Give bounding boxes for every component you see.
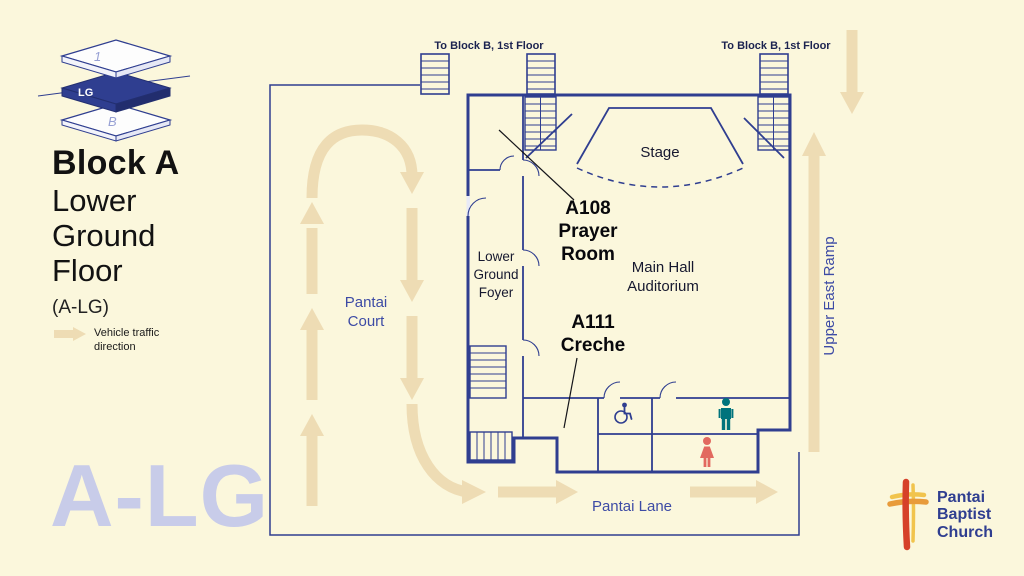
a108-label-line3: Room: [561, 244, 615, 265]
walkway-stairs: [420, 53, 450, 95]
traffic-arrowhead: [300, 414, 324, 436]
stairs-treads: [470, 352, 506, 389]
stage-front-dashed-line: [576, 167, 744, 188]
to-block-b-right-label: To Block B, 1st Floor: [721, 40, 831, 52]
door-arc: [603, 381, 621, 399]
angled-wall-left: [525, 113, 573, 159]
main-hall-label-line1: Main Hall: [632, 259, 695, 276]
floor-title-line2: Ground: [52, 218, 156, 254]
floor-stack-diagram: 1 LG B: [37, 39, 191, 142]
foyer-label-line2: Ground: [473, 267, 518, 282]
traffic-legend-line2: direction: [94, 341, 136, 354]
a108-label-line2: Prayer: [558, 221, 618, 242]
traffic-legend: Vehicle traffic direction: [53, 326, 159, 355]
a111-callout-line: [563, 357, 578, 429]
floor-level-indicator: 1 LG B: [34, 30, 194, 147]
a108-callout-line: [498, 129, 575, 201]
to-block-b-left-label: To Block B, 1st Floor: [434, 40, 544, 52]
door-arc: [659, 381, 677, 399]
female-restroom-icon: [700, 437, 714, 467]
traffic-arrowhead: [840, 92, 864, 114]
layer-1-label: 1: [94, 49, 101, 64]
walkway-stairs: [759, 53, 789, 95]
church-name-line1: Pantai: [937, 489, 986, 507]
door-arc: [522, 249, 540, 267]
traffic-arrowhead: [400, 378, 424, 400]
a111-label-line2: Creche: [561, 335, 625, 356]
church-name-line3: Church: [937, 523, 993, 541]
door-arc: [499, 155, 515, 171]
church-name: Pantai Baptist Church: [937, 489, 993, 540]
traffic-legend-text: Vehicle traffic direction: [94, 326, 159, 355]
restroom-walls: [597, 398, 758, 472]
pantai-lane-label: Pantai Lane: [592, 498, 672, 515]
door-arc: [522, 159, 540, 177]
door-arc: [522, 339, 540, 357]
traffic-arrowhead: [462, 480, 486, 504]
angled-wall-right: [743, 117, 785, 159]
main-hall-label-line2: Auditorium: [627, 278, 699, 295]
stairs-treads: [758, 97, 789, 150]
restroom-icons: [614, 398, 734, 467]
bottom-layer: [59, 103, 173, 142]
door-arc: [467, 197, 487, 217]
plan-labels: To Block B, 1st Floor To Block B, 1st Fl…: [345, 40, 838, 515]
interior-walls: [466, 95, 790, 472]
upper-east-ramp-label: Upper East Ramp: [821, 236, 838, 355]
building-footprint: [466, 93, 792, 474]
traffic-arrowhead: [802, 132, 826, 156]
traffic-arrow-curve: [406, 403, 469, 498]
block-title: Block A: [52, 144, 180, 182]
callout-lines: [498, 129, 578, 429]
male-restroom-icon: [718, 398, 734, 430]
layer-lg-label: LG: [78, 87, 93, 99]
floor-title-line1: Lower: [52, 183, 137, 218]
foyer-label-line3: Foyer: [479, 285, 514, 300]
traffic-arrows: [300, 30, 864, 506]
accessible-restroom-icon: [614, 402, 633, 424]
church-name-line2: Baptist: [937, 506, 992, 524]
title-block: Block A Lower Ground Floor (A-LG): [52, 144, 179, 319]
floor-title-line3: Floor: [52, 253, 123, 289]
stairs-treads: [760, 60, 788, 90]
cross-icon: [887, 478, 929, 551]
lg-layer: [60, 71, 172, 113]
a108-label-line1: A108: [565, 198, 610, 219]
stage-label: Stage: [640, 144, 679, 161]
top-layer: [59, 39, 173, 79]
stairs-treads: [421, 60, 449, 90]
stage-walls: [576, 107, 744, 165]
traffic-arrow-icon: [54, 327, 86, 341]
stairs-treads: [527, 60, 555, 90]
block-b-walkways: [420, 53, 789, 95]
walkway-stairs: [526, 53, 556, 95]
entrance-opening: [466, 196, 470, 216]
stage-area: [576, 107, 744, 188]
traffic-arrowhead: [756, 480, 778, 504]
foyer-label-line1: Lower: [478, 249, 515, 264]
pantai-court-label-line2: Court: [348, 313, 386, 330]
floor-code-watermark: A-LG: [50, 446, 270, 545]
property-boundary-line: [269, 84, 800, 536]
traffic-arrowhead: [300, 308, 324, 330]
traffic-arrowhead: [400, 280, 424, 302]
a111-label-line1: A111: [571, 312, 615, 333]
pantai-court-label-line1: Pantai: [345, 294, 388, 311]
traffic-arrow-curve: [306, 124, 418, 199]
floor-code: (A-LG): [52, 297, 109, 319]
stairs: [469, 96, 790, 461]
traffic-arrowhead: [556, 480, 578, 504]
traffic-arrowhead: [400, 172, 424, 194]
stairs-mid-left: [469, 345, 507, 399]
traffic-legend-line1: Vehicle traffic: [94, 327, 160, 339]
layer-b-label: B: [108, 114, 117, 129]
church-logo: Pantai Baptist Church: [886, 477, 993, 553]
stairs-treads: [525, 97, 556, 150]
traffic-arrowhead: [300, 202, 324, 224]
stairs-treads: [476, 432, 506, 460]
